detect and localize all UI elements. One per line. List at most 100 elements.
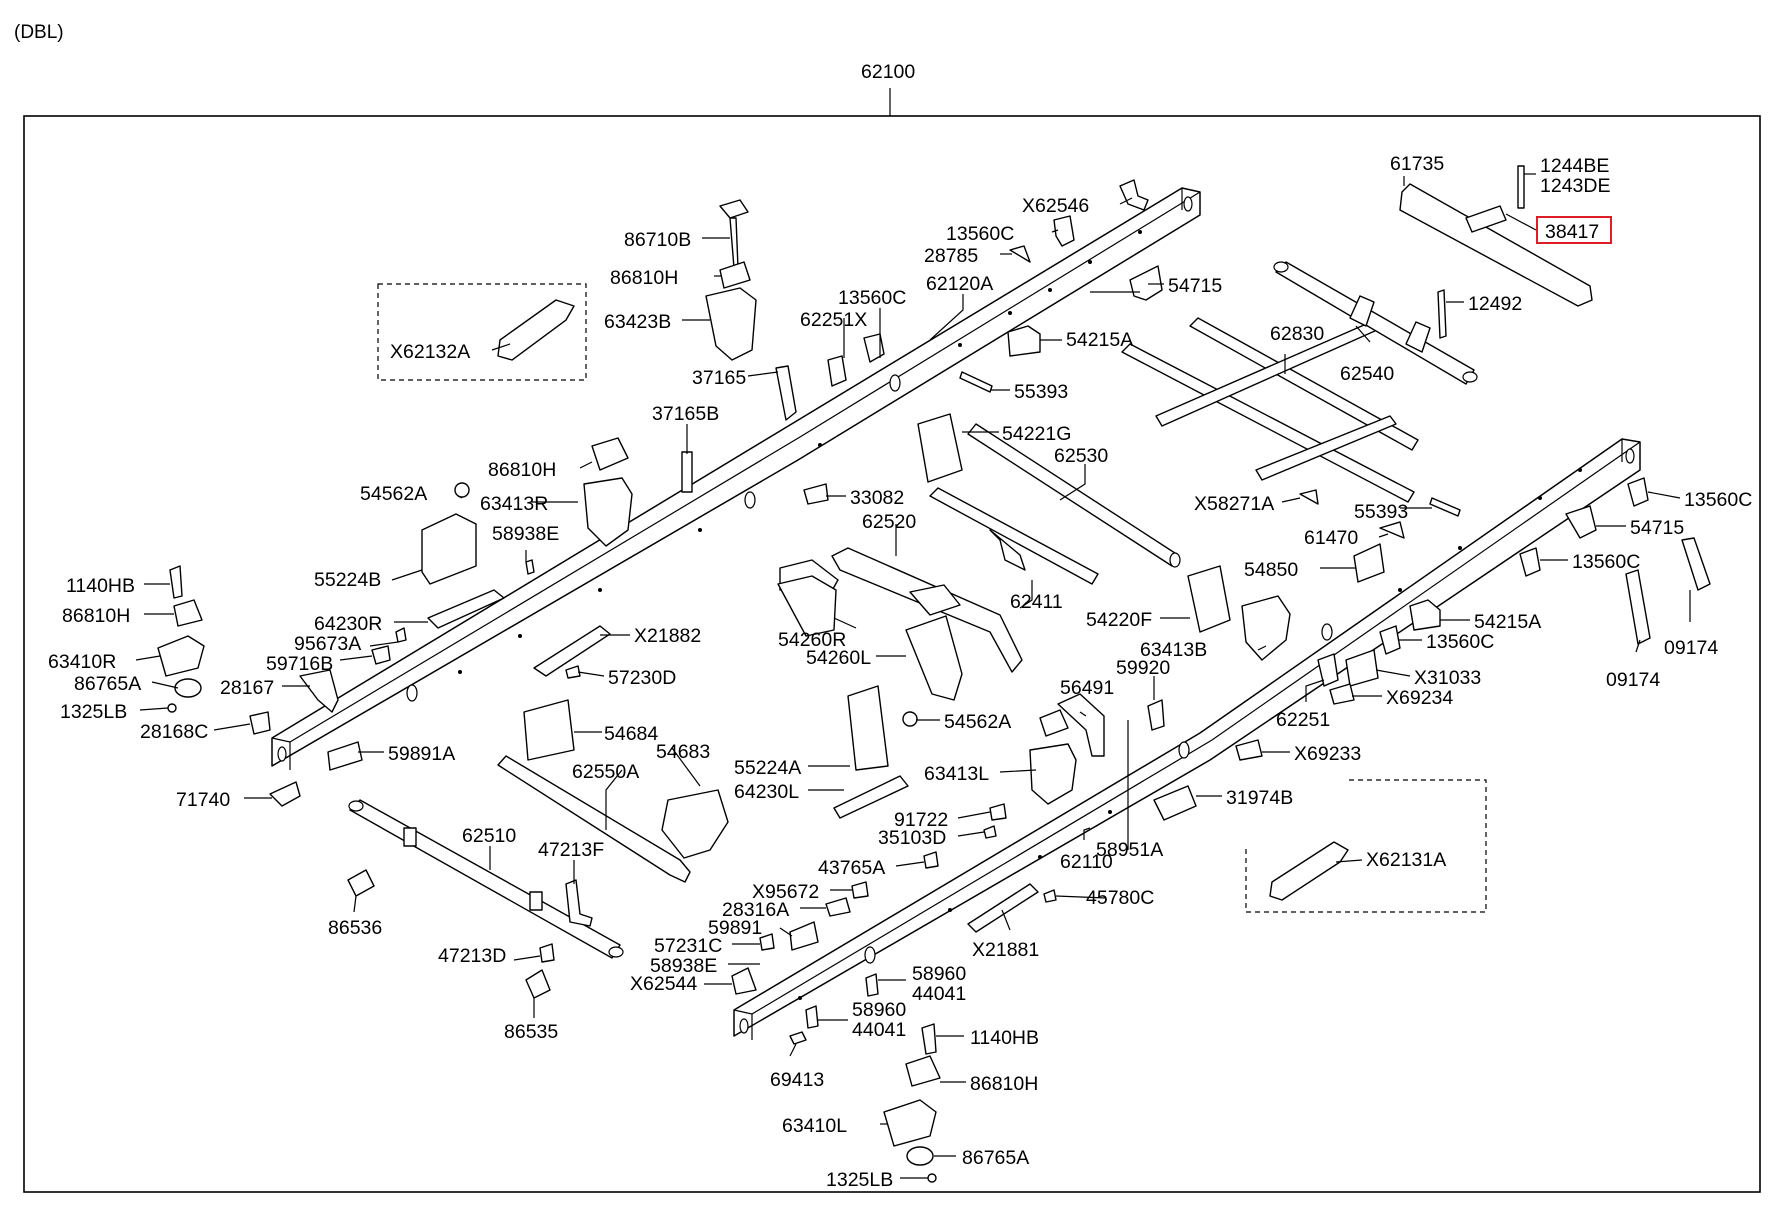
part-label: 57231C xyxy=(654,935,722,957)
part-label: 61735 xyxy=(1390,153,1444,175)
bracket-57231c xyxy=(759,933,775,951)
part-label: 58960 xyxy=(852,999,906,1021)
part-label: 55393 xyxy=(1354,501,1408,523)
part-label: 47213F xyxy=(538,839,604,861)
part-label: 54220F xyxy=(1086,609,1152,631)
leader-lines xyxy=(135,173,1691,1179)
part-label: X58271A xyxy=(1194,493,1274,515)
part-label: 54221G xyxy=(1002,423,1071,445)
mount-86810h-right xyxy=(905,1055,941,1087)
bracket-61470 xyxy=(1379,521,1405,539)
part-label: X31033 xyxy=(1414,667,1481,689)
cross-member-62550a xyxy=(497,755,691,883)
part-label: 54260R xyxy=(778,629,846,651)
part-label: 62530 xyxy=(1054,445,1108,467)
pin-55393-left xyxy=(959,371,993,393)
part-label: 86765A xyxy=(962,1147,1029,1169)
cross-member-62411 xyxy=(929,487,1099,585)
bracket-64230r xyxy=(427,589,505,629)
part-label: 37165 xyxy=(692,367,746,389)
bracket-47213f xyxy=(565,879,593,927)
bracket-35103d xyxy=(983,825,997,839)
bracket-13560c-mid xyxy=(863,333,885,363)
bracket-57230d xyxy=(565,665,581,679)
bracket-62251 xyxy=(1317,653,1339,687)
part-label: 58938E xyxy=(650,955,717,977)
part-label: 62110 xyxy=(1060,851,1113,873)
bolt-12492 xyxy=(1437,289,1447,339)
bracket-55224b xyxy=(421,513,477,585)
nut-1325lb-right xyxy=(927,1173,937,1183)
mount-63410l xyxy=(883,1099,937,1147)
bracket-47213d xyxy=(539,943,555,963)
bracket-09174-b xyxy=(1625,569,1651,645)
nut-1325lb-left xyxy=(167,703,177,713)
bracket-x62132a xyxy=(497,299,575,361)
part-label: 59891A xyxy=(388,743,455,765)
bolt-1140hb-left xyxy=(169,565,183,599)
mount-63423b xyxy=(705,287,757,361)
part-label: 54850 xyxy=(1244,559,1298,581)
part-label: 1140HB xyxy=(970,1027,1039,1049)
bracket-54215a-top xyxy=(1007,325,1041,357)
part-label: 1244BE xyxy=(1540,155,1609,177)
bracket-28785 xyxy=(1009,245,1031,263)
diagram-border xyxy=(23,115,1761,1193)
bracket-x69234 xyxy=(1329,683,1355,705)
bracket-54850 xyxy=(1353,543,1385,583)
part-label: 1325LB xyxy=(60,701,127,723)
part-label: 45780C xyxy=(1086,887,1154,909)
bracket-x95672 xyxy=(851,881,869,899)
bracket-54221g xyxy=(917,413,963,483)
bracket-59891 xyxy=(789,921,819,951)
part-label: 86810H xyxy=(62,605,130,627)
part-label: 61470 xyxy=(1304,527,1358,549)
bracket-59891a xyxy=(327,741,363,771)
part-label: 59920 xyxy=(1116,657,1170,679)
part-label: 37165B xyxy=(652,403,719,425)
bracket-31974b xyxy=(1153,785,1197,821)
bracket-09174-a xyxy=(1681,537,1711,591)
part-label: 47213D xyxy=(438,945,506,967)
bracket-58960-a xyxy=(865,973,879,997)
bolt-86710b xyxy=(719,199,749,269)
bracket-x69233 xyxy=(1235,739,1263,761)
part-label: 59716B xyxy=(266,653,333,675)
mount-86765a-right xyxy=(906,1146,934,1166)
bracket-28316a xyxy=(825,897,851,917)
bracket-71740 xyxy=(269,781,301,807)
part-label: 62540 xyxy=(1340,363,1394,385)
part-label: 54215A xyxy=(1474,611,1541,633)
part-label: 64230R xyxy=(314,613,382,635)
part-label: X21882 xyxy=(634,625,701,647)
bracket-37165b xyxy=(681,451,693,493)
mount-86810h-top xyxy=(719,261,751,289)
part-label: 95673A xyxy=(294,633,361,655)
bracket-55224a xyxy=(847,685,889,771)
bracket-86536 xyxy=(347,869,375,897)
mount-63410r xyxy=(157,635,205,677)
part-label: 55224B xyxy=(314,569,381,591)
part-label: 1140HB xyxy=(66,575,135,597)
mount-86765a-left xyxy=(174,678,202,698)
bracket-13560c-right1 xyxy=(1627,477,1649,507)
part-label: X69233 xyxy=(1294,743,1361,765)
part-label: 54715 xyxy=(1168,275,1222,297)
part-label: 09174 xyxy=(1664,637,1718,659)
part-label: 43765A xyxy=(818,857,885,879)
part-label: 44041 xyxy=(852,1019,906,1041)
part-label: 86535 xyxy=(504,1021,558,1043)
cross-member-61735 xyxy=(1399,183,1593,307)
part-label: 57230D xyxy=(608,667,676,689)
part-label: 28316A xyxy=(722,899,789,921)
bracket-x58271a xyxy=(1299,489,1319,505)
bracket-54715-top xyxy=(1129,265,1163,301)
bush-38417 xyxy=(1465,205,1507,233)
bolt-1244be xyxy=(1517,165,1525,209)
part-label: 44041 xyxy=(912,983,966,1005)
part-label: 86810H xyxy=(610,267,678,289)
part-label: 63413L xyxy=(924,763,989,785)
bracket-91722 xyxy=(989,803,1007,821)
bracket-54715-right xyxy=(1565,505,1597,539)
bracket-54260r xyxy=(777,575,837,637)
